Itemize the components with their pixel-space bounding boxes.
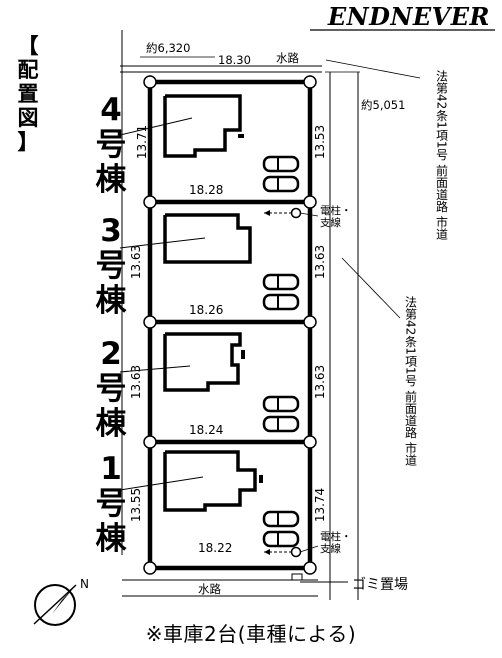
corner-marker [303, 435, 317, 449]
building-4-footprint [163, 94, 242, 158]
utility-pole-lower [264, 545, 319, 558]
corner-marker [143, 75, 157, 89]
garbage-label: ゴミ置場 [352, 576, 408, 593]
lot-1-left-depth: 13.55 [129, 488, 143, 522]
car-icon [262, 155, 300, 173]
building-4-leader [119, 117, 193, 136]
corner-marker [143, 561, 157, 575]
lot-3-width: 18.26 [189, 303, 223, 317]
building-3-leader [119, 237, 206, 249]
north-arrow-icon [33, 584, 77, 626]
corner-marker [143, 195, 157, 209]
page-title: 【配置図】 [17, 34, 39, 154]
top-width-dim: 約6,320 [146, 41, 190, 55]
lot-1-right-depth: 13.74 [313, 488, 327, 522]
road-label-upper-text: 法第42条1項1号 前面道路 市道 [434, 70, 449, 241]
car-icon [262, 530, 300, 548]
corner-marker [303, 75, 317, 89]
brand-logo: ENDNEVER [327, 2, 490, 31]
car-icon [262, 293, 300, 311]
building-2-leader [119, 365, 191, 373]
car-icon [262, 415, 300, 433]
building-2-footprint [163, 332, 242, 392]
car-icon [262, 273, 300, 291]
road-label-lower: 法第42条1項1号 前面道路 市道 [390, 296, 430, 466]
building-1-entrance [259, 475, 263, 483]
road-label-lower-text: 法第42条1項1号 前面道路 市道 [403, 296, 418, 467]
lot-2-left-depth: 13.63 [129, 365, 143, 399]
building-1-leader [119, 476, 204, 491]
lot-4-left-depth: 13.71 [135, 125, 149, 159]
road-label-upper: 法第42条1項1号 前面道路 市道 [421, 70, 461, 240]
north-label: N [80, 577, 89, 591]
corner-marker [303, 561, 317, 575]
waterway-bottom-label: 水路 [198, 582, 221, 596]
road-leader-upper [325, 59, 421, 79]
corner-marker [143, 315, 157, 329]
lot-2-width: 18.24 [189, 423, 223, 437]
garbage-area-box [291, 573, 303, 581]
lot-3-right-depth: 13.63 [313, 245, 327, 279]
parking-note: ※車庫2台(車種による) [145, 622, 357, 646]
corner-marker [143, 435, 157, 449]
lot-2-right-depth: 13.63 [313, 365, 327, 399]
building-1-footprint [163, 450, 257, 512]
lot-4-right-depth: 13.53 [313, 125, 327, 159]
utility-pole-upper-label: 電柱・支線 [320, 204, 352, 229]
building-4-entrance [238, 134, 244, 138]
lot-4-width: 18.28 [189, 183, 223, 197]
lot-1-width: 18.22 [198, 541, 232, 555]
road-width-dim-label: 約5,051 [361, 98, 405, 112]
utility-pole-lower-label: 電柱・支線 [320, 530, 352, 555]
car-icon [262, 395, 300, 413]
top-length-dim: 18.30 [218, 53, 251, 67]
car-icon [262, 510, 300, 528]
car-icon [262, 175, 300, 193]
corner-marker [303, 195, 317, 209]
road-leader-lower [341, 257, 401, 319]
building-3-footprint [163, 213, 252, 264]
lot-3-left-depth: 13.63 [129, 245, 143, 279]
corner-marker [303, 315, 317, 329]
building-2-entrance [241, 350, 245, 359]
waterway-top-label: 水路 [276, 51, 299, 65]
utility-pole-upper [264, 207, 319, 219]
